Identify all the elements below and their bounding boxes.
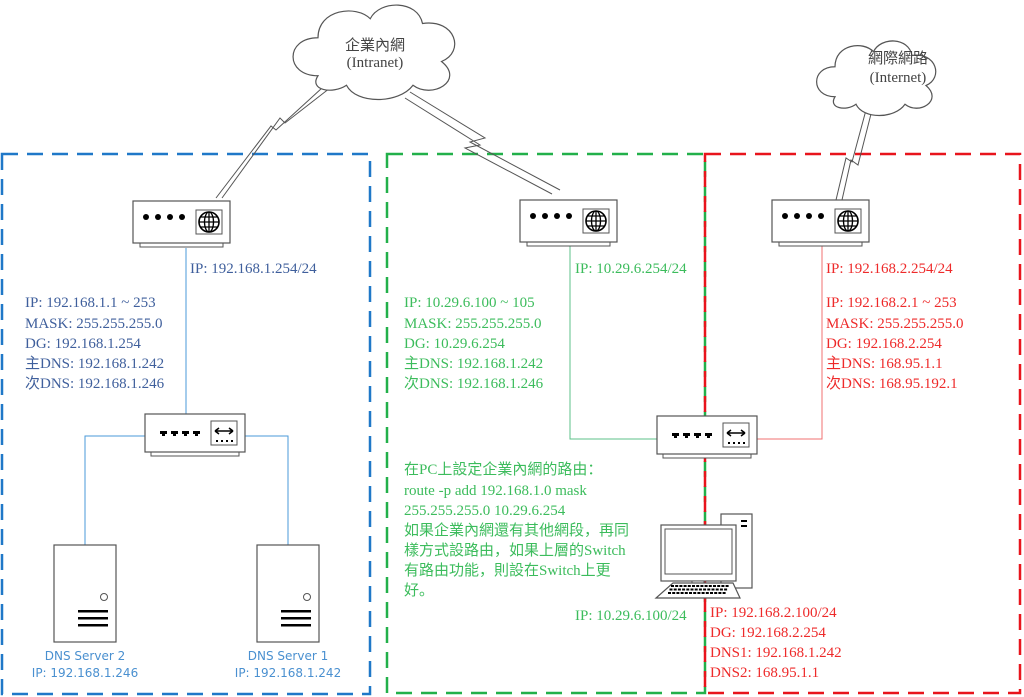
wan-link-icon <box>221 87 331 199</box>
config-line: MASK: 255.255.255.0 <box>404 316 542 332</box>
server-icon <box>53 544 117 643</box>
cable <box>569 245 657 440</box>
pc-ip: IP: 10.29.6.100/24 <box>575 608 687 624</box>
config-line: 主DNS: 168.95.1.1 <box>826 355 943 372</box>
pc-internet-config: IP: 192.168.2.100/24 DG: 192.168.2.254 D… <box>710 605 842 681</box>
config-line: MASK: 255.255.255.0 <box>25 316 163 332</box>
intranet-config: IP: 192.168.1.1 ~ 253 MASK: 255.255.255.… <box>25 295 165 392</box>
note-line: 樣方式設路由，如果上層的Switch <box>404 542 626 559</box>
cloud-internet-title: 網際網路 <box>868 50 928 67</box>
config-line: IP: 192.168.2.100/24 <box>710 605 837 621</box>
wan-link-icon <box>409 91 561 191</box>
arrow-icon <box>726 429 746 437</box>
note-line: 255.255.255.0 10.29.6.254 <box>404 503 566 519</box>
switch-icon <box>656 415 758 459</box>
config-line: 主DNS: 192.168.1.242 <box>25 355 164 372</box>
router-icon <box>519 199 618 247</box>
internet-router-ip: IP: 192.168.2.254/24 <box>826 261 953 277</box>
config-line: DG: 192.168.1.254 <box>25 336 141 352</box>
config-line: IP: 10.29.6.100 ~ 105 <box>404 295 535 311</box>
wan-link-icon <box>404 97 553 195</box>
arrow-icon <box>214 427 234 435</box>
server-1-name: DNS Server 1 <box>248 649 328 663</box>
intranet-router-ip: IP: 192.168.1.254/24 <box>190 261 317 277</box>
router-icon <box>132 200 231 248</box>
config-line: DNS2: 168.95.1.1 <box>710 665 819 681</box>
wan-link-icon <box>835 109 867 201</box>
config-line: 次DNS: 192.168.1.246 <box>25 375 165 392</box>
intranet-zone-border <box>0 152 372 696</box>
internet-cloud-icon <box>816 40 937 117</box>
config-line: 次DNS: 168.95.192.1 <box>826 375 958 392</box>
wan-link-icon <box>841 109 873 201</box>
server-2-name: DNS Server 2 <box>45 649 125 663</box>
config-line: 次DNS: 192.168.1.246 <box>404 375 544 392</box>
config-line: DG: 192.168.2.254 <box>826 336 942 352</box>
cloud-intranet-title: 企業內網 <box>345 36 405 54</box>
config-line: DG: 192.168.2.254 <box>710 625 826 641</box>
config-line: DNS1: 192.168.1.242 <box>710 645 842 661</box>
pc-zone-config: IP: 10.29.6.100 ~ 105 MASK: 255.255.255.… <box>404 295 544 392</box>
cable <box>757 245 823 440</box>
config-line: IP: 192.168.2.1 ~ 253 <box>826 295 957 311</box>
routing-note: 在PC上設定企業內網的路由： route -p add 192.168.1.0 … <box>404 460 629 599</box>
router-icon <box>771 199 870 247</box>
wan-link-icon <box>215 87 323 199</box>
cloud-internet-subtitle: (Internet) <box>870 70 927 86</box>
pc-icon <box>654 513 753 599</box>
config-line: IP: 192.168.1.1 ~ 253 <box>25 295 156 311</box>
server-icon <box>256 544 320 643</box>
note-line: route -p add 192.168.1.0 mask <box>404 483 587 499</box>
server-2-ip: IP: 192.168.1.246 <box>32 666 138 680</box>
intranet-cloud-icon <box>292 4 456 101</box>
cloud-intranet-subtitle: (Intranet) <box>347 55 404 71</box>
switch-icon <box>144 413 246 457</box>
cable <box>84 435 145 545</box>
cable <box>245 435 289 545</box>
note-line: 如果企業內網還有其他網段，再同 <box>404 521 629 539</box>
note-line: 好。 <box>404 582 434 599</box>
internet-zone-config: IP: 192.168.2.1 ~ 253 MASK: 255.255.255.… <box>826 295 964 392</box>
config-line: MASK: 255.255.255.0 <box>826 316 964 332</box>
note-line: 在PC上設定企業內網的路由： <box>404 460 602 478</box>
config-line: DG: 10.29.6.254 <box>404 336 505 352</box>
note-line: 有路由功能，則設在Switch上更 <box>404 562 611 579</box>
pc-zone-router-ip: IP: 10.29.6.254/24 <box>575 261 687 277</box>
config-line: 主DNS: 192.168.1.242 <box>404 355 543 372</box>
server-1-ip: IP: 192.168.1.242 <box>235 666 341 680</box>
